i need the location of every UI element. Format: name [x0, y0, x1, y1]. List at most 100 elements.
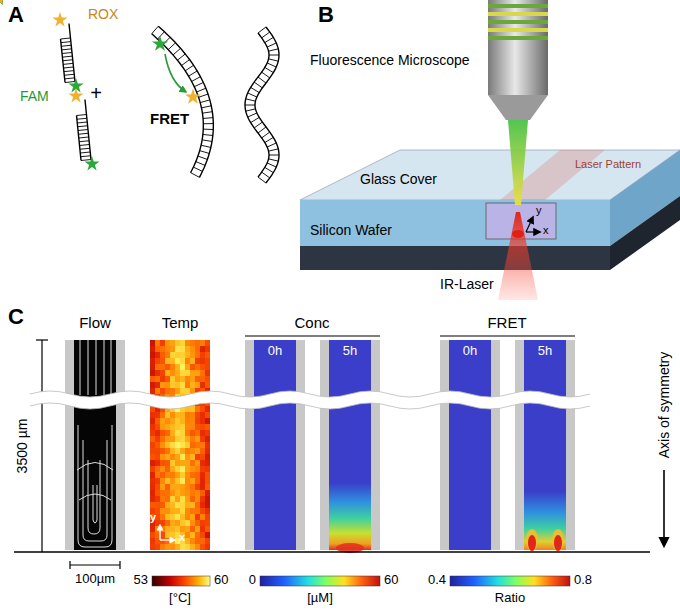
temperature-cell [160, 358, 165, 364]
base-pair [77, 122, 87, 124]
temperature-cell [160, 466, 165, 472]
temperature-cell [205, 346, 210, 352]
temperature-cell [155, 358, 160, 364]
temperature-cell [190, 484, 195, 490]
temperature-cell [200, 448, 205, 454]
colorbar-tick: 60 [214, 573, 228, 588]
base-pair [258, 127, 266, 133]
temperature-cell [180, 418, 185, 424]
temperature-cell [175, 460, 180, 466]
temperature-cell [155, 502, 160, 508]
temperature-cell [165, 472, 170, 478]
temperature-cell [170, 346, 175, 352]
base-pair [262, 32, 270, 38]
temperature-cell [205, 424, 210, 430]
temperature-cell [160, 460, 165, 466]
temperature-cell [185, 484, 190, 490]
temperature-cell [175, 454, 180, 460]
base-pair [63, 63, 73, 64]
temperature-cell [165, 358, 170, 364]
temperature-cell [190, 496, 195, 502]
temperature-cell [165, 382, 170, 388]
temperature-cell [150, 484, 155, 490]
temperature-cell [165, 454, 170, 460]
temperature-cell [190, 352, 195, 358]
temperature-cell [180, 520, 185, 526]
temperature-cell [155, 424, 160, 430]
base-pair [269, 155, 279, 156]
temperature-cell [190, 358, 195, 364]
temperature-cell [155, 382, 160, 388]
temperature-cell [155, 430, 160, 436]
temperature-cell [170, 448, 175, 454]
temperature-cell [170, 454, 175, 460]
temperature-cell [195, 466, 200, 472]
temperature-cell [165, 502, 170, 508]
temperature-cell [160, 364, 165, 370]
temperature-cell [150, 454, 155, 460]
temperature-cell [170, 388, 175, 394]
temperature-cell [160, 424, 165, 430]
temperature-cell [160, 496, 165, 502]
base-pair [194, 82, 203, 86]
temperature-cell [185, 496, 190, 502]
temperature-cell [170, 472, 175, 478]
temperature-cell [205, 430, 210, 436]
temperature-cell [170, 412, 175, 418]
temperature-cell [170, 508, 175, 514]
temperature-cell [180, 466, 185, 472]
temperature-cell [175, 448, 180, 454]
temperature-cell [200, 382, 205, 388]
dye-star [0, 0, 5, 4]
temperature-cell [165, 484, 170, 490]
temperature-cell [205, 520, 210, 526]
temperature-cell [175, 352, 180, 358]
temperature-cell [190, 466, 195, 472]
temperature-cell [155, 472, 160, 478]
temperature-cell [170, 340, 175, 346]
temperature-cell [200, 466, 205, 472]
dye-star [0, 0, 5, 4]
temperature-cell [180, 352, 185, 358]
temperature-cell [170, 418, 175, 424]
temperature-cell [165, 478, 170, 484]
dye-star [68, 88, 83, 102]
temperature-cell [185, 490, 190, 496]
temperature-cell [165, 466, 170, 472]
temperature-cell [185, 370, 190, 376]
dye-star [152, 36, 168, 51]
temperature-cell [200, 532, 205, 538]
temperature-cell [200, 430, 205, 436]
dye-star [84, 156, 99, 170]
temperature-cell [180, 382, 185, 388]
temperature-cell [165, 352, 170, 358]
temperature-cell [155, 412, 160, 418]
temperature-cell [205, 358, 210, 364]
base-pair [267, 63, 276, 67]
temperature-cell [185, 544, 190, 550]
temperature-cell [165, 412, 170, 418]
dye-star [0, 0, 5, 4]
temperature-cell [185, 526, 190, 532]
temperature-cell [155, 418, 160, 424]
temperature-cell [165, 430, 170, 436]
temperature-cell [170, 544, 175, 550]
temperature-cell [200, 340, 205, 346]
temperature-cell [185, 436, 190, 442]
temperature-cell [155, 490, 160, 496]
temperature-cell [160, 454, 165, 460]
temperature-cell [150, 340, 155, 346]
part-label: IR-Laser [440, 276, 494, 292]
base-pair [64, 67, 74, 68]
temperature-cell [155, 376, 160, 382]
temperature-cell [190, 424, 195, 430]
temperature-cell [150, 442, 155, 448]
temperature-cell [150, 490, 155, 496]
temperature-cell [160, 520, 165, 526]
temperature-cell [165, 370, 170, 376]
temperature-cell [190, 478, 195, 484]
base-pair [201, 145, 211, 147]
temperature-cell [155, 388, 160, 394]
temperature-cell [200, 352, 205, 358]
temperature-cell [170, 382, 175, 388]
